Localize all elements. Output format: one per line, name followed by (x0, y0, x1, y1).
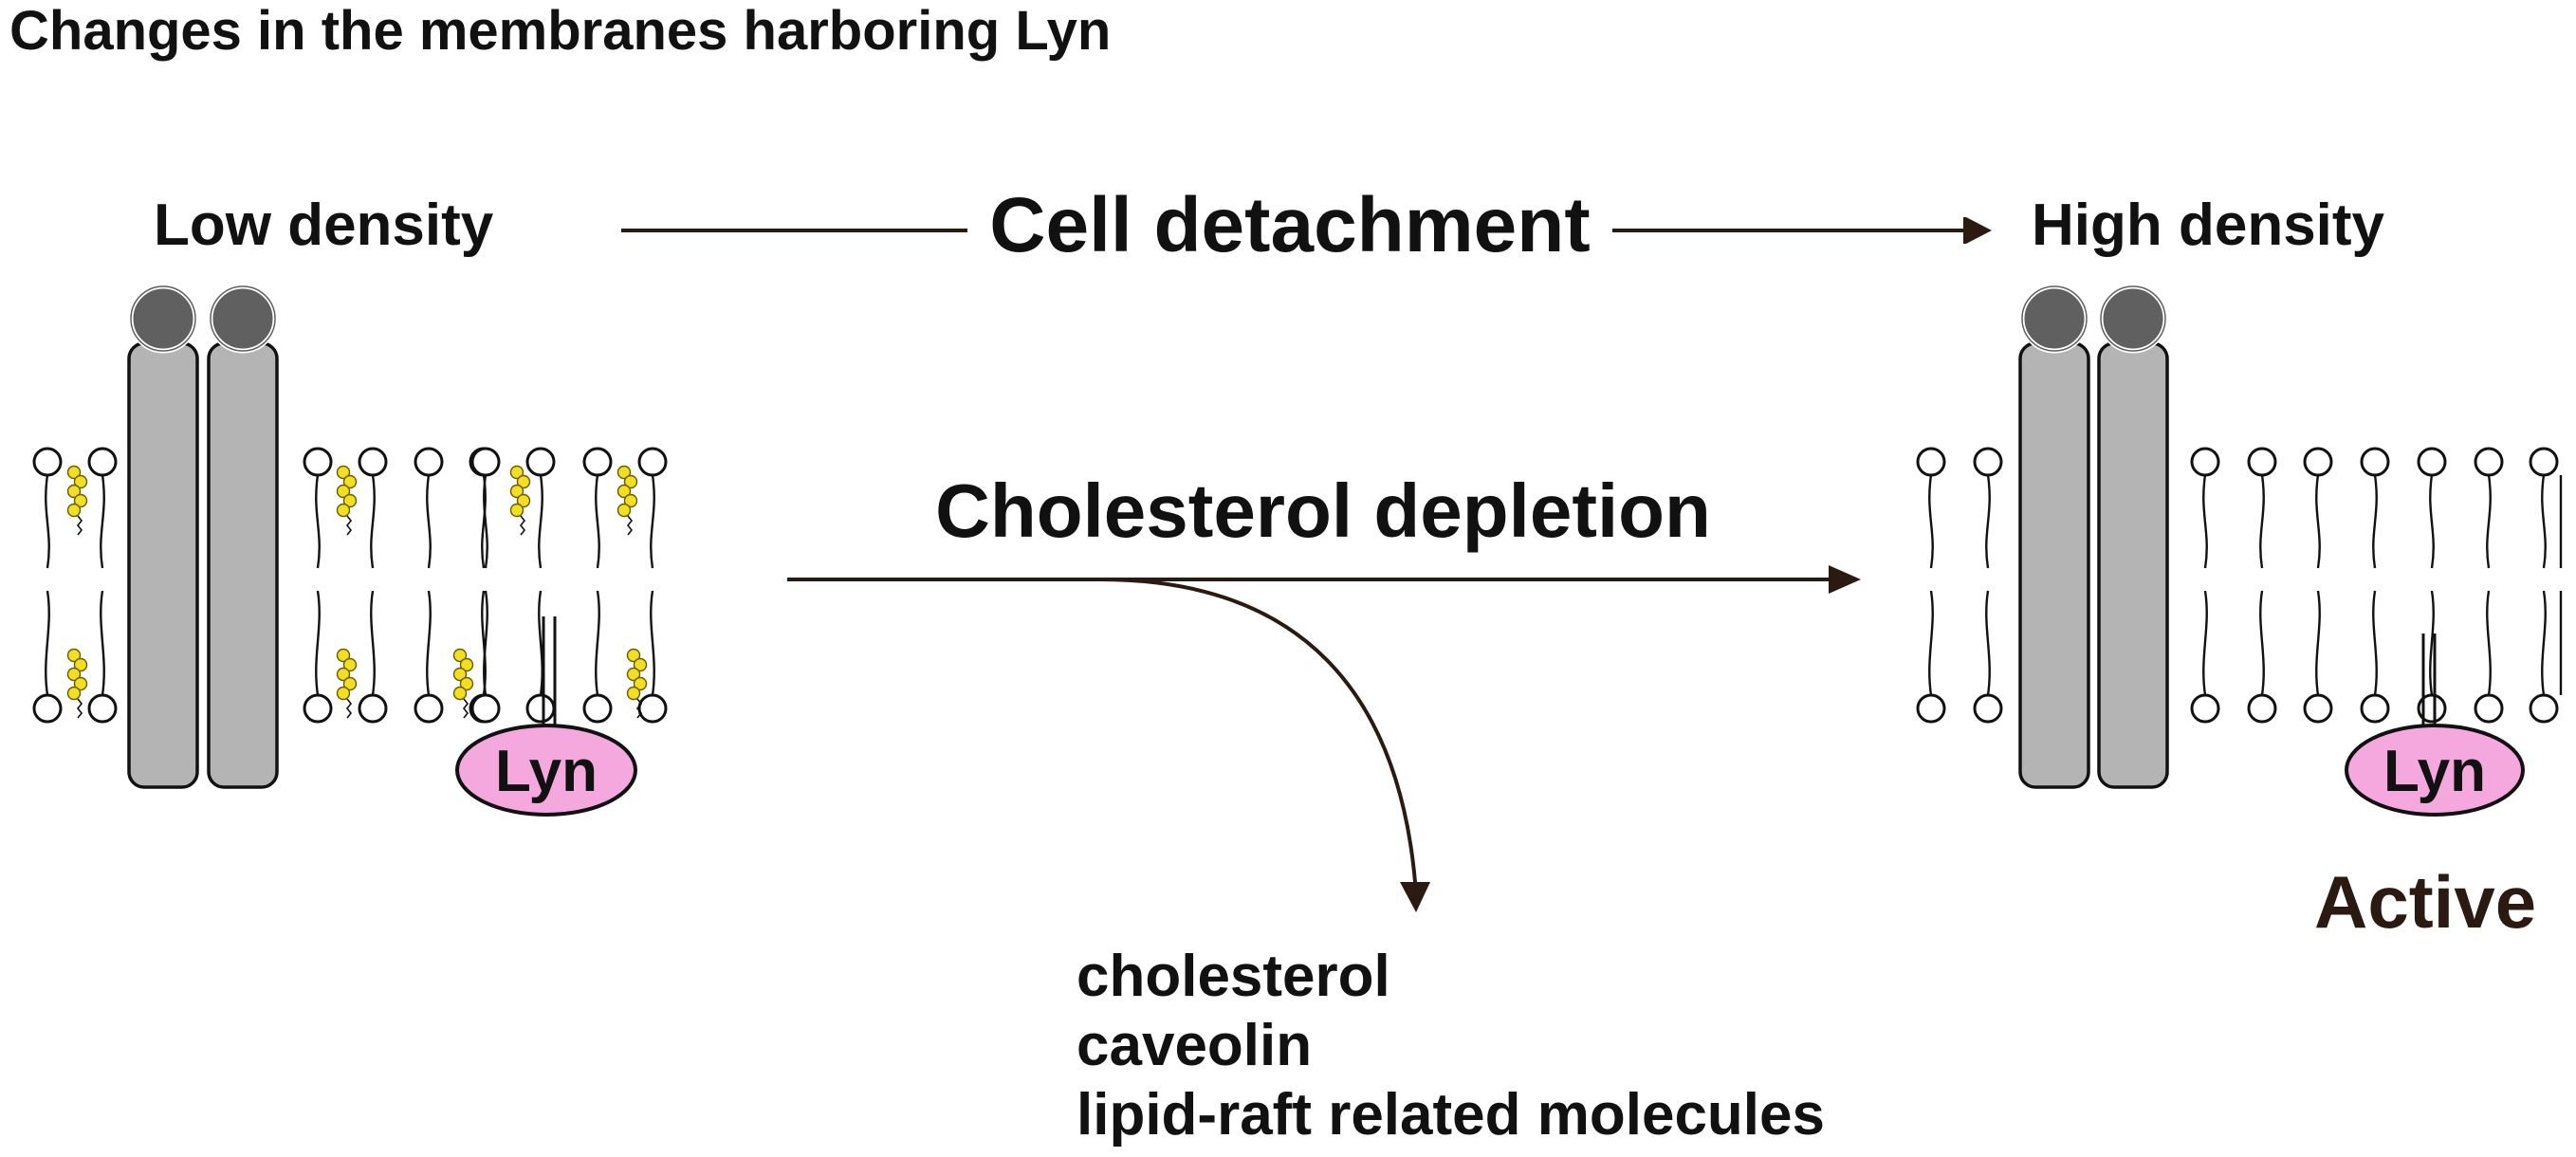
lipid-head (525, 447, 556, 477)
lipid-head (32, 447, 63, 477)
lipid-head (414, 693, 444, 724)
lipid-head (32, 693, 63, 724)
lipid-pair (303, 447, 388, 724)
released-item-cholesterol: cholesterol (1076, 944, 1390, 1009)
lipid-head (1916, 693, 1946, 724)
lipid-head (525, 693, 556, 724)
lipid-head (2417, 447, 2447, 477)
cell-detachment-label: Cell detachment (989, 182, 1590, 268)
lipid-head (470, 447, 501, 477)
cholesterol-molecule (336, 648, 358, 719)
lipid-head (2190, 693, 2220, 724)
cholesterol-molecule (616, 465, 638, 536)
lipid-head (358, 447, 388, 477)
cholesterol-molecule (66, 465, 88, 536)
lipid-head (1973, 447, 2003, 477)
lipid-pair (1916, 447, 2003, 724)
lipid-head (2474, 693, 2504, 724)
lipid-pair (582, 447, 668, 724)
lipid-pair (2417, 447, 2504, 724)
transmembrane-receptor (127, 284, 279, 789)
cell-detachment-arrow (621, 217, 1992, 244)
lipid-head (303, 693, 333, 724)
receptor-helix (127, 341, 199, 789)
lyn-right-group: Lyn (2345, 634, 2525, 817)
lipid-pair (32, 447, 118, 724)
lipid-head (87, 693, 118, 724)
lipid-pair (2529, 447, 2563, 724)
lipid-pair (2303, 447, 2390, 724)
transmembrane-receptor (2018, 284, 2169, 789)
lipid-head (414, 447, 444, 477)
lipid-head (2360, 447, 2390, 477)
lipid-head (1973, 693, 2003, 724)
lipid-pair (2190, 447, 2277, 724)
lipid-head (87, 447, 118, 477)
lipid-head (637, 693, 668, 724)
released-item-caveolin: caveolin (1076, 1013, 1312, 1078)
lipid-head (303, 447, 333, 477)
cholesterol-molecule (626, 648, 648, 719)
released-item-lipid-raft: lipid-raft related molecules (1076, 1082, 1825, 1148)
lyn-left-group: Lyn (455, 616, 637, 817)
active-status-label: Active (2314, 860, 2536, 944)
lipid-head (358, 693, 388, 724)
cholesterol-depletion-arrow (787, 565, 1861, 594)
lipid-head (2247, 447, 2277, 477)
receptor-helix (2018, 341, 2090, 789)
high-density-label: High density (2032, 193, 2385, 258)
low-density-label: Low density (154, 193, 494, 258)
lipid-head (2303, 693, 2333, 724)
lipid-head (2474, 447, 2504, 477)
receptor-helix (207, 341, 279, 789)
diagram-title: Changes in the membranes harboring Lyn (9, 0, 1111, 62)
low-density-membrane (32, 284, 668, 789)
cholesterol-depletion-label: Cholesterol depletion (935, 468, 1711, 553)
lipid-head (2417, 693, 2447, 724)
lipid-head (2360, 693, 2390, 724)
lipid-head (2247, 693, 2277, 724)
lipid-head (1916, 447, 1946, 477)
lyn-right-label: Lyn (2383, 739, 2486, 804)
release-arrow (1099, 578, 1430, 912)
lipid-pair (470, 447, 556, 724)
lipid-head (582, 447, 613, 477)
lipid-head (470, 693, 501, 724)
high-density-membrane (1916, 284, 2563, 789)
lyn-right-oval (2345, 724, 2525, 817)
lipid-head (637, 447, 668, 477)
cholesterol-molecule (509, 465, 531, 536)
lyn-left-oval (455, 724, 637, 817)
lipid-head (582, 693, 613, 724)
cholesterol-molecule (336, 465, 358, 536)
lyn-left-label: Lyn (495, 739, 598, 804)
cholesterol-molecule (452, 648, 474, 719)
cholesterol-molecule (66, 648, 88, 719)
receptor-helix (2097, 341, 2169, 789)
lipid-head (2190, 447, 2220, 477)
lipid-head (2303, 447, 2333, 477)
